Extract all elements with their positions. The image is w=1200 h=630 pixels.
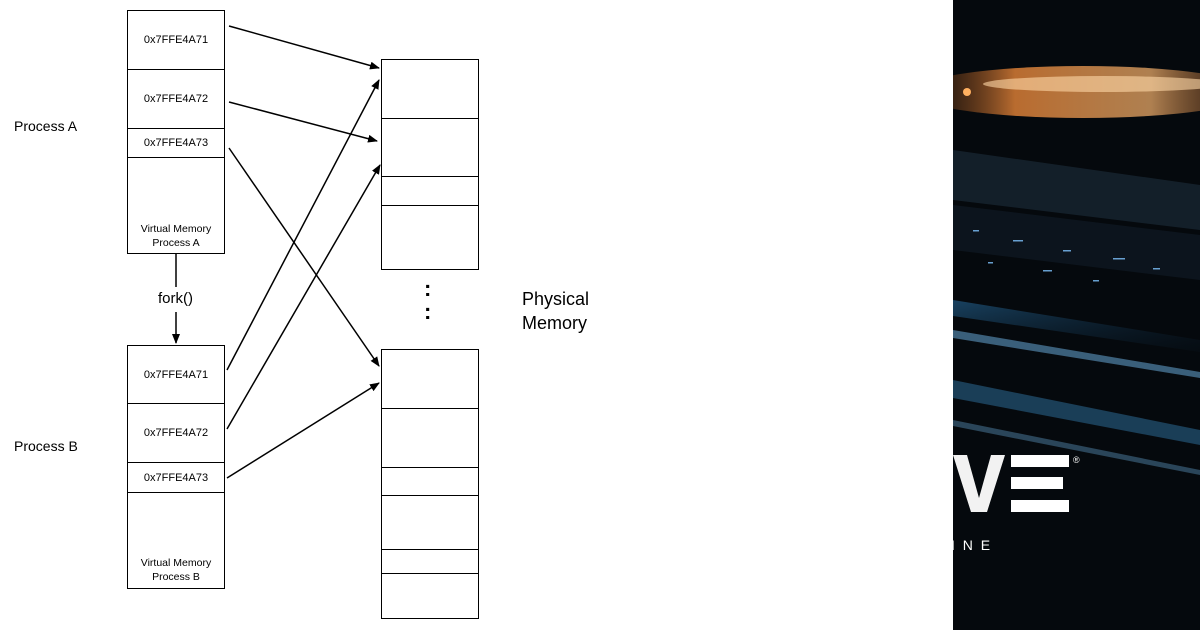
- physical-divider: [382, 495, 478, 496]
- mapping-arrow-a2: [228, 101, 378, 143]
- fork-label: fork(): [156, 290, 195, 307]
- logo-glyphs: [953, 455, 1069, 512]
- virtual-memory-a: 0x7FFE4A71 0x7FFE4A72 0x7FFE4A73 Virtual…: [127, 10, 225, 254]
- physical-divider: [382, 205, 478, 206]
- banner-tagline: I N E: [953, 537, 993, 553]
- physical-divider: [382, 573, 478, 574]
- mapping-arrows: [172, 25, 381, 479]
- vmem-a-cell-3: 0x7FFE4A73: [128, 129, 224, 158]
- vmem-a-cell-1: 0x7FFE4A71: [128, 11, 224, 70]
- physical-memory-label-line2: Memory: [522, 313, 588, 333]
- vmem-b-footer-line2: Process B: [152, 571, 200, 583]
- physical-divider: [382, 176, 478, 177]
- vmem-a-cell-2: 0x7FFE4A72: [128, 70, 224, 129]
- ellipsis-top: :: [424, 276, 432, 301]
- space-scene-art: [953, 0, 1200, 630]
- space-banner-image: ® I N E: [953, 0, 1200, 630]
- mapping-arrow-a1: [228, 25, 380, 70]
- mapping-arrow-b1: [226, 79, 380, 371]
- vmem-b-cell-3: 0x7FFE4A73: [128, 463, 224, 493]
- mapping-arrow-b2: [226, 164, 381, 430]
- physical-memory-top-block: [381, 59, 479, 270]
- physical-divider: [382, 118, 478, 119]
- process-b-label: Process B: [14, 438, 78, 454]
- process-a-label: Process A: [14, 118, 78, 134]
- physical-memory-label-line1: Physical: [522, 289, 590, 309]
- vmem-a-footer-line1: Virtual Memory: [140, 223, 212, 235]
- physical-divider: [382, 408, 478, 409]
- vmem-a-footer-line2: Process A: [152, 237, 200, 249]
- vmem-b-cell-1: 0x7FFE4A71: [128, 346, 224, 404]
- physical-divider: [382, 549, 478, 550]
- mapping-arrow-b3: [226, 382, 380, 479]
- vmem-b-footer-line1: Virtual Memory: [140, 557, 212, 569]
- vmem-b-cell-2: 0x7FFE4A72: [128, 404, 224, 463]
- mapping-arrow-a3: [228, 147, 380, 367]
- ellipsis-bottom: :: [424, 299, 432, 324]
- virtual-memory-b: 0x7FFE4A71 0x7FFE4A72 0x7FFE4A73 Virtual…: [127, 345, 225, 589]
- registered-mark: ®: [1073, 455, 1080, 465]
- physical-memory-bottom-block: [381, 349, 479, 619]
- physical-divider: [382, 467, 478, 468]
